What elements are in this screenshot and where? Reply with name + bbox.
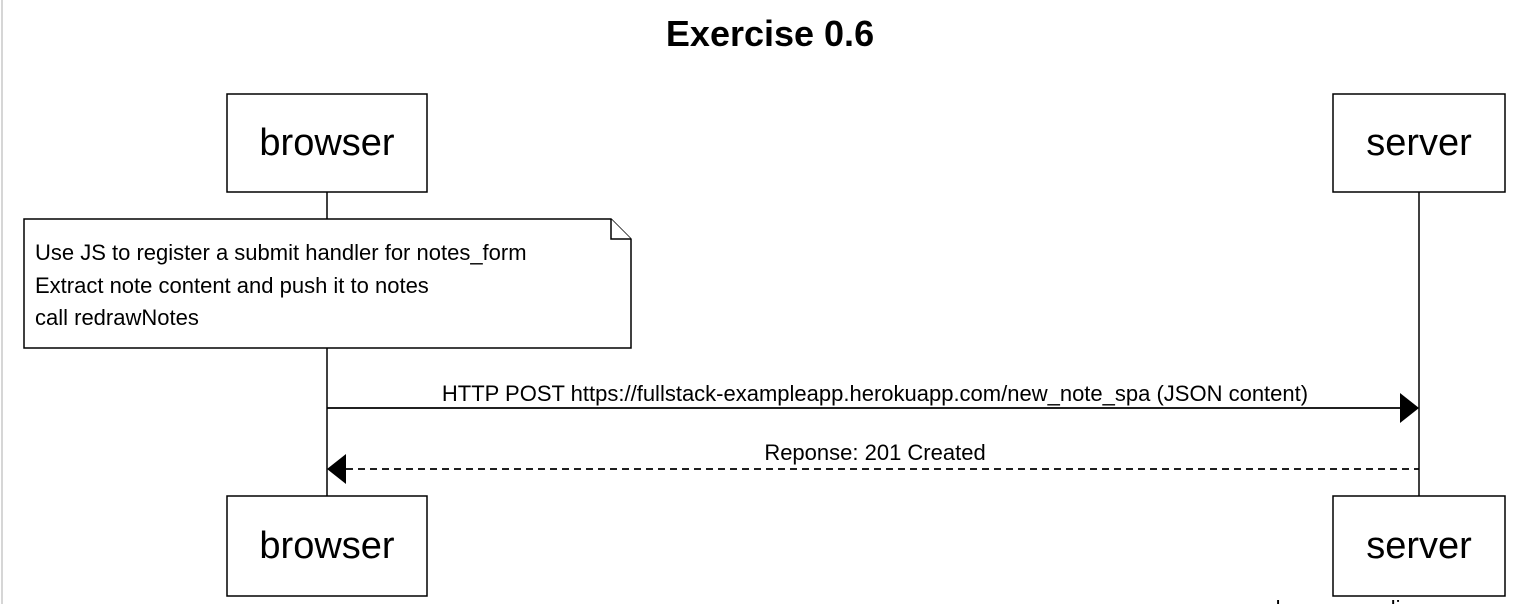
- server-actor-top-label: server: [1366, 122, 1472, 164]
- message-http-post-label: HTTP POST https://fullstack-exampleapp.h…: [442, 381, 1308, 406]
- arrowhead-left: [327, 454, 346, 484]
- note: Use JS to register a submit handler for …: [23, 218, 632, 349]
- server-actor-bottom-label: server: [1366, 525, 1472, 567]
- server-actor-top: server: [1332, 93, 1506, 193]
- note-line-3: call redrawNotes: [35, 305, 199, 330]
- browser-actor-top-label: browser: [259, 122, 394, 164]
- message-response: Reponse: 201 Created: [327, 440, 1419, 484]
- message-http-post: HTTP POST https://fullstack-exampleapp.h…: [327, 381, 1419, 423]
- browser-actor-top: browser: [226, 93, 428, 193]
- arrowhead-right: [1400, 393, 1419, 423]
- message-response-label: Reponse: 201 Created: [764, 440, 985, 465]
- note-line-2: Extract note content and push it to note…: [35, 273, 429, 298]
- footer-watermark: www.websequencediagrams.com: [1194, 596, 1522, 604]
- server-actor-bottom: server: [1332, 495, 1506, 597]
- note-line-1: Use JS to register a submit handler for …: [35, 240, 527, 265]
- browser-actor-bottom: browser: [226, 495, 428, 597]
- diagram-title: Exercise 0.6: [666, 13, 874, 54]
- browser-actor-bottom-label: browser: [259, 525, 394, 567]
